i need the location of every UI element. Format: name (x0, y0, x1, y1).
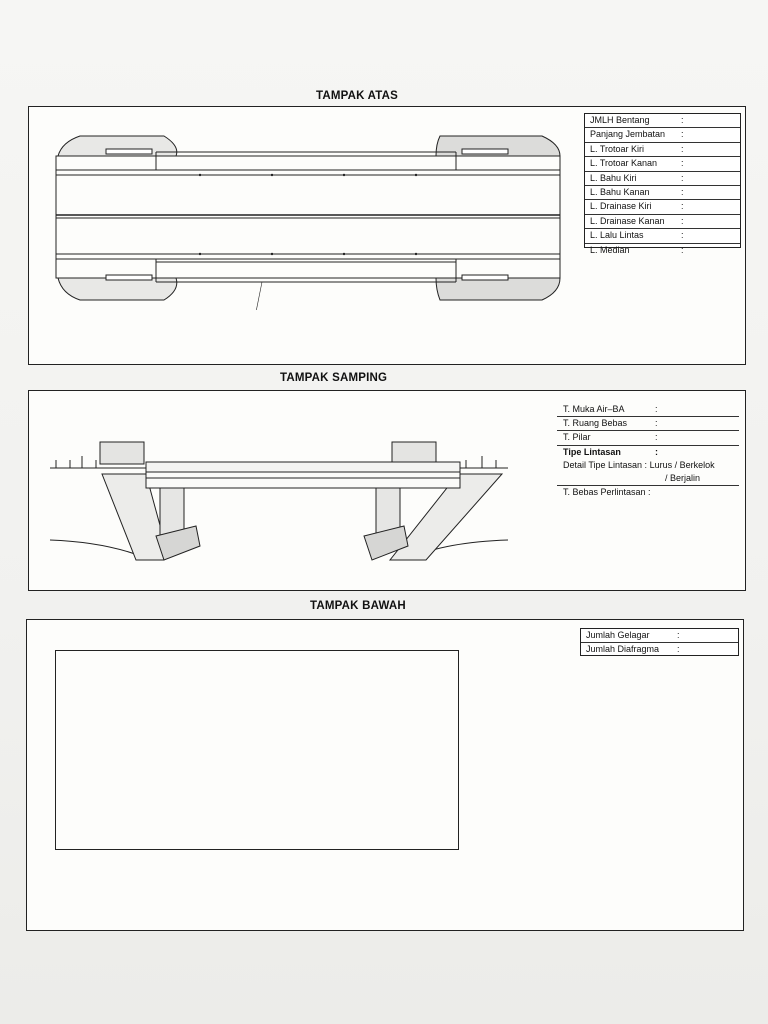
field-row: Jumlah Gelagar: (581, 629, 738, 644)
bottom-view-drawing-area (55, 650, 459, 850)
field-row: L. Bahu Kiri: (585, 172, 740, 186)
field-label: L. Lalu Lintas (590, 230, 644, 241)
field-row: L. Drainase Kiri: (585, 200, 740, 215)
top-view-data-table: JMLH Bentang: Panjang Jembatan: L. Troto… (584, 113, 741, 255)
field-row: L. Lalu Lintas: (585, 229, 740, 244)
field-row: Jumlah Diafragma: (581, 643, 738, 656)
field-label: T. Ruang Bebas (563, 418, 628, 429)
field-row: L. Median: (585, 244, 740, 257)
field-separator: : (681, 158, 684, 169)
field-row: Tipe Lintasan: (557, 446, 739, 459)
detail-label: Detail Tipe Lintasan : (563, 459, 648, 470)
field-row: T. Pilar: (557, 431, 739, 446)
field-row: L. Bahu Kanan: (585, 186, 740, 201)
detail-value-cont: / Berjalin (665, 472, 701, 483)
field-separator: : (681, 186, 684, 197)
clearance-row: T. Bebas Perlintasan : (557, 486, 739, 499)
side-view-title: TAMPAK SAMPING (280, 372, 388, 384)
field-row: L. Drainase Kanan: (585, 215, 740, 230)
bridge-top-view-drawing (55, 135, 561, 310)
field-label: T. Pilar (563, 432, 591, 443)
field-label: Jumlah Diafragma (586, 644, 660, 655)
field-separator: : (655, 418, 658, 429)
detail-row: Detail Tipe Lintasan : Lurus / Berkelok (557, 459, 739, 472)
field-label: L. Drainase Kanan (590, 215, 665, 226)
field-label: JMLH Bentang (590, 115, 650, 125)
bridge-side-view-drawing (49, 441, 509, 561)
detail-row-continued: / Berjalin (557, 472, 739, 487)
field-label: Panjang Jembatan (590, 129, 666, 140)
field-row: Panjang Jembatan: (585, 128, 740, 143)
field-separator: : (681, 129, 684, 140)
field-separator: : (681, 143, 684, 154)
field-label: T. Muka Air–BA (563, 404, 625, 414)
field-separator: : (681, 244, 684, 255)
field-label: Tipe Lintasan (563, 446, 621, 457)
field-label: Jumlah Gelagar (586, 630, 650, 640)
field-row: L. Trotoar Kiri: (585, 143, 740, 158)
field-label: L. Trotoar Kanan (590, 158, 658, 169)
field-label: L. Bahu Kanan (590, 186, 650, 197)
field-label: L. Bahu Kiri (590, 172, 637, 183)
field-separator: : (677, 644, 680, 655)
field-separator: : (681, 115, 684, 125)
field-label: L. Median (590, 244, 630, 255)
field-separator: : (681, 172, 684, 183)
side-view-data-table: T. Muka Air–BA: T. Ruang Bebas: T. Pilar… (557, 403, 739, 499)
field-separator: : (681, 201, 684, 212)
bottom-view-data-table: Jumlah Gelagar: Jumlah Diafragma: (580, 628, 739, 656)
clearance-label: T. Bebas Perlintasan : (563, 487, 651, 498)
field-separator: : (681, 230, 684, 241)
field-row: L. Trotoar Kanan: (585, 157, 740, 172)
field-row: T. Ruang Bebas: (557, 417, 739, 432)
field-label: L. Drainase Kiri (590, 201, 652, 212)
field-separator: : (681, 215, 684, 226)
field-separator: : (655, 446, 658, 457)
field-row: T. Muka Air–BA: (557, 403, 739, 418)
detail-value: Lurus / Berkelok (649, 459, 715, 470)
field-separator: : (655, 432, 658, 443)
field-separator: : (677, 630, 680, 640)
field-label: L. Trotoar Kiri (590, 143, 645, 154)
bottom-view-title: TAMPAK BAWAH (310, 600, 406, 612)
field-separator: : (655, 404, 658, 414)
field-row: JMLH Bentang: (585, 114, 740, 129)
top-view-title: TAMPAK ATAS (316, 90, 399, 102)
